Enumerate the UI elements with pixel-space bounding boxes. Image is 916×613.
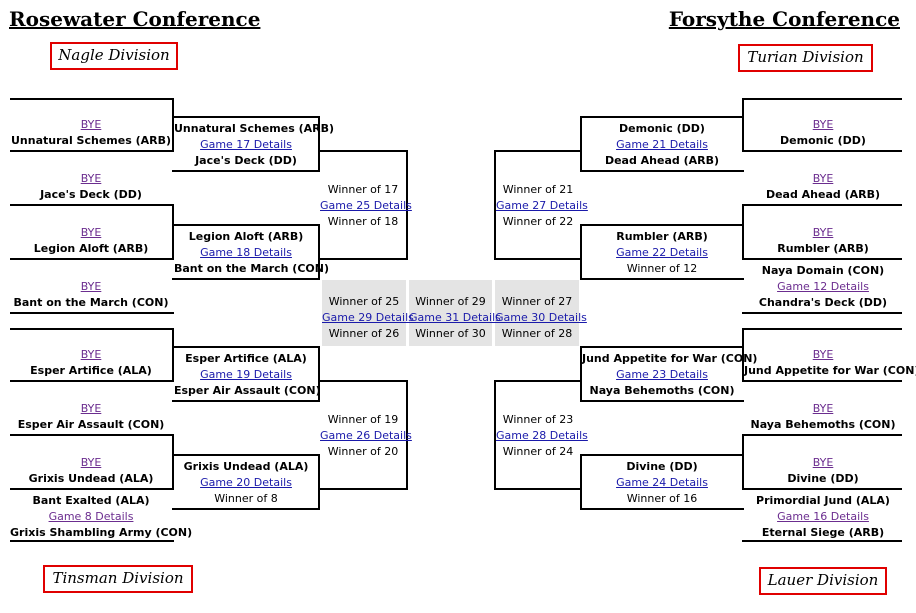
game-details-link[interactable]: Game 26 Details bbox=[320, 429, 412, 442]
game-details-link[interactable]: Game 29 Details bbox=[322, 311, 414, 324]
bye-link[interactable]: BYE bbox=[812, 402, 834, 415]
game-details-link[interactable]: Game 25 Details bbox=[320, 199, 412, 212]
team-name: Demonic (DD) bbox=[619, 122, 705, 135]
turian-division-label: Turian Division bbox=[738, 44, 873, 72]
team-name: Rumbler (ARB) bbox=[616, 230, 708, 243]
game-details-link[interactable]: Game 22 Details bbox=[616, 246, 708, 259]
team-name: Rumbler (ARB) bbox=[777, 242, 869, 255]
team-name: Jace's Deck (DD) bbox=[40, 188, 142, 201]
team-name: Jund Appetite for War (CON) bbox=[744, 364, 916, 377]
semifinal-left-bg bbox=[322, 280, 406, 346]
team-name: Grixis Undead (ALA) bbox=[28, 472, 154, 485]
game-details-link[interactable]: Game 31 Details bbox=[409, 311, 501, 324]
game-details-link[interactable]: Game 19 Details bbox=[200, 368, 292, 381]
bye-link[interactable]: BYE bbox=[812, 172, 834, 185]
winner-label: Winner of 24 bbox=[502, 445, 574, 458]
winner-label: Winner of 22 bbox=[502, 215, 574, 228]
game-details-link[interactable]: Game 24 Details bbox=[616, 476, 708, 489]
team-name: Eternal Siege (ARB) bbox=[761, 526, 885, 539]
winner-label: Winner of 21 bbox=[502, 183, 574, 196]
winner-label: Winner of 8 bbox=[214, 492, 278, 505]
team-name: Jace's Deck (DD) bbox=[195, 154, 297, 167]
winner-label: Winner of 28 bbox=[501, 327, 573, 340]
team-name: Esper Artifice (ALA) bbox=[185, 352, 307, 365]
team-name: Naya Behemoths (CON) bbox=[589, 384, 735, 397]
game-details-link[interactable]: Game 23 Details bbox=[616, 368, 708, 381]
bye-link[interactable]: BYE bbox=[812, 226, 834, 239]
team-name: Legion Aloft (ARB) bbox=[33, 242, 149, 255]
winner-label: Winner of 20 bbox=[327, 445, 399, 458]
game-details-link[interactable]: Game 21 Details bbox=[616, 138, 708, 151]
bye-link[interactable]: BYE bbox=[80, 226, 102, 239]
winner-label: Winner of 25 bbox=[328, 295, 400, 308]
final-bg bbox=[409, 280, 492, 346]
winner-label: Winner of 26 bbox=[328, 327, 400, 340]
team-name: Chandra's Deck (DD) bbox=[758, 296, 888, 309]
winner-label: Winner of 27 bbox=[501, 295, 573, 308]
game-details-link[interactable]: Game 20 Details bbox=[200, 476, 292, 489]
team-name: Bant on the March (CON) bbox=[174, 262, 329, 275]
team-name: Naya Domain (CON) bbox=[761, 264, 885, 277]
team-name: Divine (DD) bbox=[787, 472, 859, 485]
game-details-link[interactable]: Game 27 Details bbox=[496, 199, 588, 212]
game-details-link[interactable]: Game 8 Details bbox=[48, 510, 134, 523]
bye-link[interactable]: BYE bbox=[80, 348, 102, 361]
team-name: Bant on the March (CON) bbox=[13, 296, 169, 309]
team-name: Bant Exalted (ALA) bbox=[32, 494, 150, 507]
winner-label: Winner of 17 bbox=[327, 183, 399, 196]
bye-link[interactable]: BYE bbox=[80, 280, 102, 293]
team-name: Grixis Undead (ALA) bbox=[183, 460, 309, 473]
team-name: Unnatural Schemes (ARB) bbox=[10, 134, 171, 147]
game-details-link[interactable]: Game 28 Details bbox=[496, 429, 588, 442]
bye-link[interactable]: BYE bbox=[812, 348, 834, 361]
semifinal-right-bg bbox=[495, 280, 579, 346]
team-name: Grixis Shambling Army (CON) bbox=[10, 526, 193, 539]
game-details-link[interactable]: Game 18 Details bbox=[200, 246, 292, 259]
team-name: Legion Aloft (ARB) bbox=[188, 230, 304, 243]
team-name: Unnatural Schemes (ARB) bbox=[174, 122, 335, 135]
winner-label: Winner of 19 bbox=[327, 413, 399, 426]
right-conference-title: Forsythe Conference bbox=[668, 7, 900, 31]
game-details-link[interactable]: Game 12 Details bbox=[777, 280, 869, 293]
bye-link[interactable]: BYE bbox=[812, 456, 834, 469]
bye-link[interactable]: BYE bbox=[812, 118, 834, 131]
bye-link[interactable]: BYE bbox=[80, 172, 102, 185]
bye-link[interactable]: BYE bbox=[80, 118, 102, 131]
winner-label: Winner of 18 bbox=[327, 215, 399, 228]
winner-label: Winner of 23 bbox=[502, 413, 574, 426]
tinsman-division-label: Tinsman Division bbox=[43, 565, 193, 593]
team-name: Esper Air Assault (CON) bbox=[174, 384, 321, 397]
team-name: Dead Ahead (ARB) bbox=[604, 154, 720, 167]
winner-label: Winner of 12 bbox=[626, 262, 698, 275]
bye-link[interactable]: BYE bbox=[80, 456, 102, 469]
team-name: Divine (DD) bbox=[626, 460, 698, 473]
game-details-link[interactable]: Game 16 Details bbox=[777, 510, 869, 523]
winner-label: Winner of 29 bbox=[415, 295, 486, 308]
left-conference-title: Rosewater Conference bbox=[9, 7, 261, 31]
team-name: Esper Artifice (ALA) bbox=[30, 364, 152, 377]
bye-link[interactable]: BYE bbox=[80, 402, 102, 415]
winner-label: Winner of 16 bbox=[626, 492, 698, 505]
nagle-division-label: Nagle Division bbox=[50, 42, 178, 70]
team-name: Esper Air Assault (CON) bbox=[17, 418, 165, 431]
team-name: Jund Appetite for War (CON) bbox=[582, 352, 758, 365]
lauer-division-label: Lauer Division bbox=[759, 567, 887, 595]
team-name: Primordial Jund (ALA) bbox=[756, 494, 890, 507]
game-details-link[interactable]: Game 30 Details bbox=[495, 311, 587, 324]
team-name: Dead Ahead (ARB) bbox=[765, 188, 881, 201]
winner-label: Winner of 30 bbox=[415, 327, 486, 340]
team-name: Demonic (DD) bbox=[780, 134, 866, 147]
team-name: Naya Behemoths (CON) bbox=[750, 418, 896, 431]
game-details-link[interactable]: Game 17 Details bbox=[200, 138, 292, 151]
